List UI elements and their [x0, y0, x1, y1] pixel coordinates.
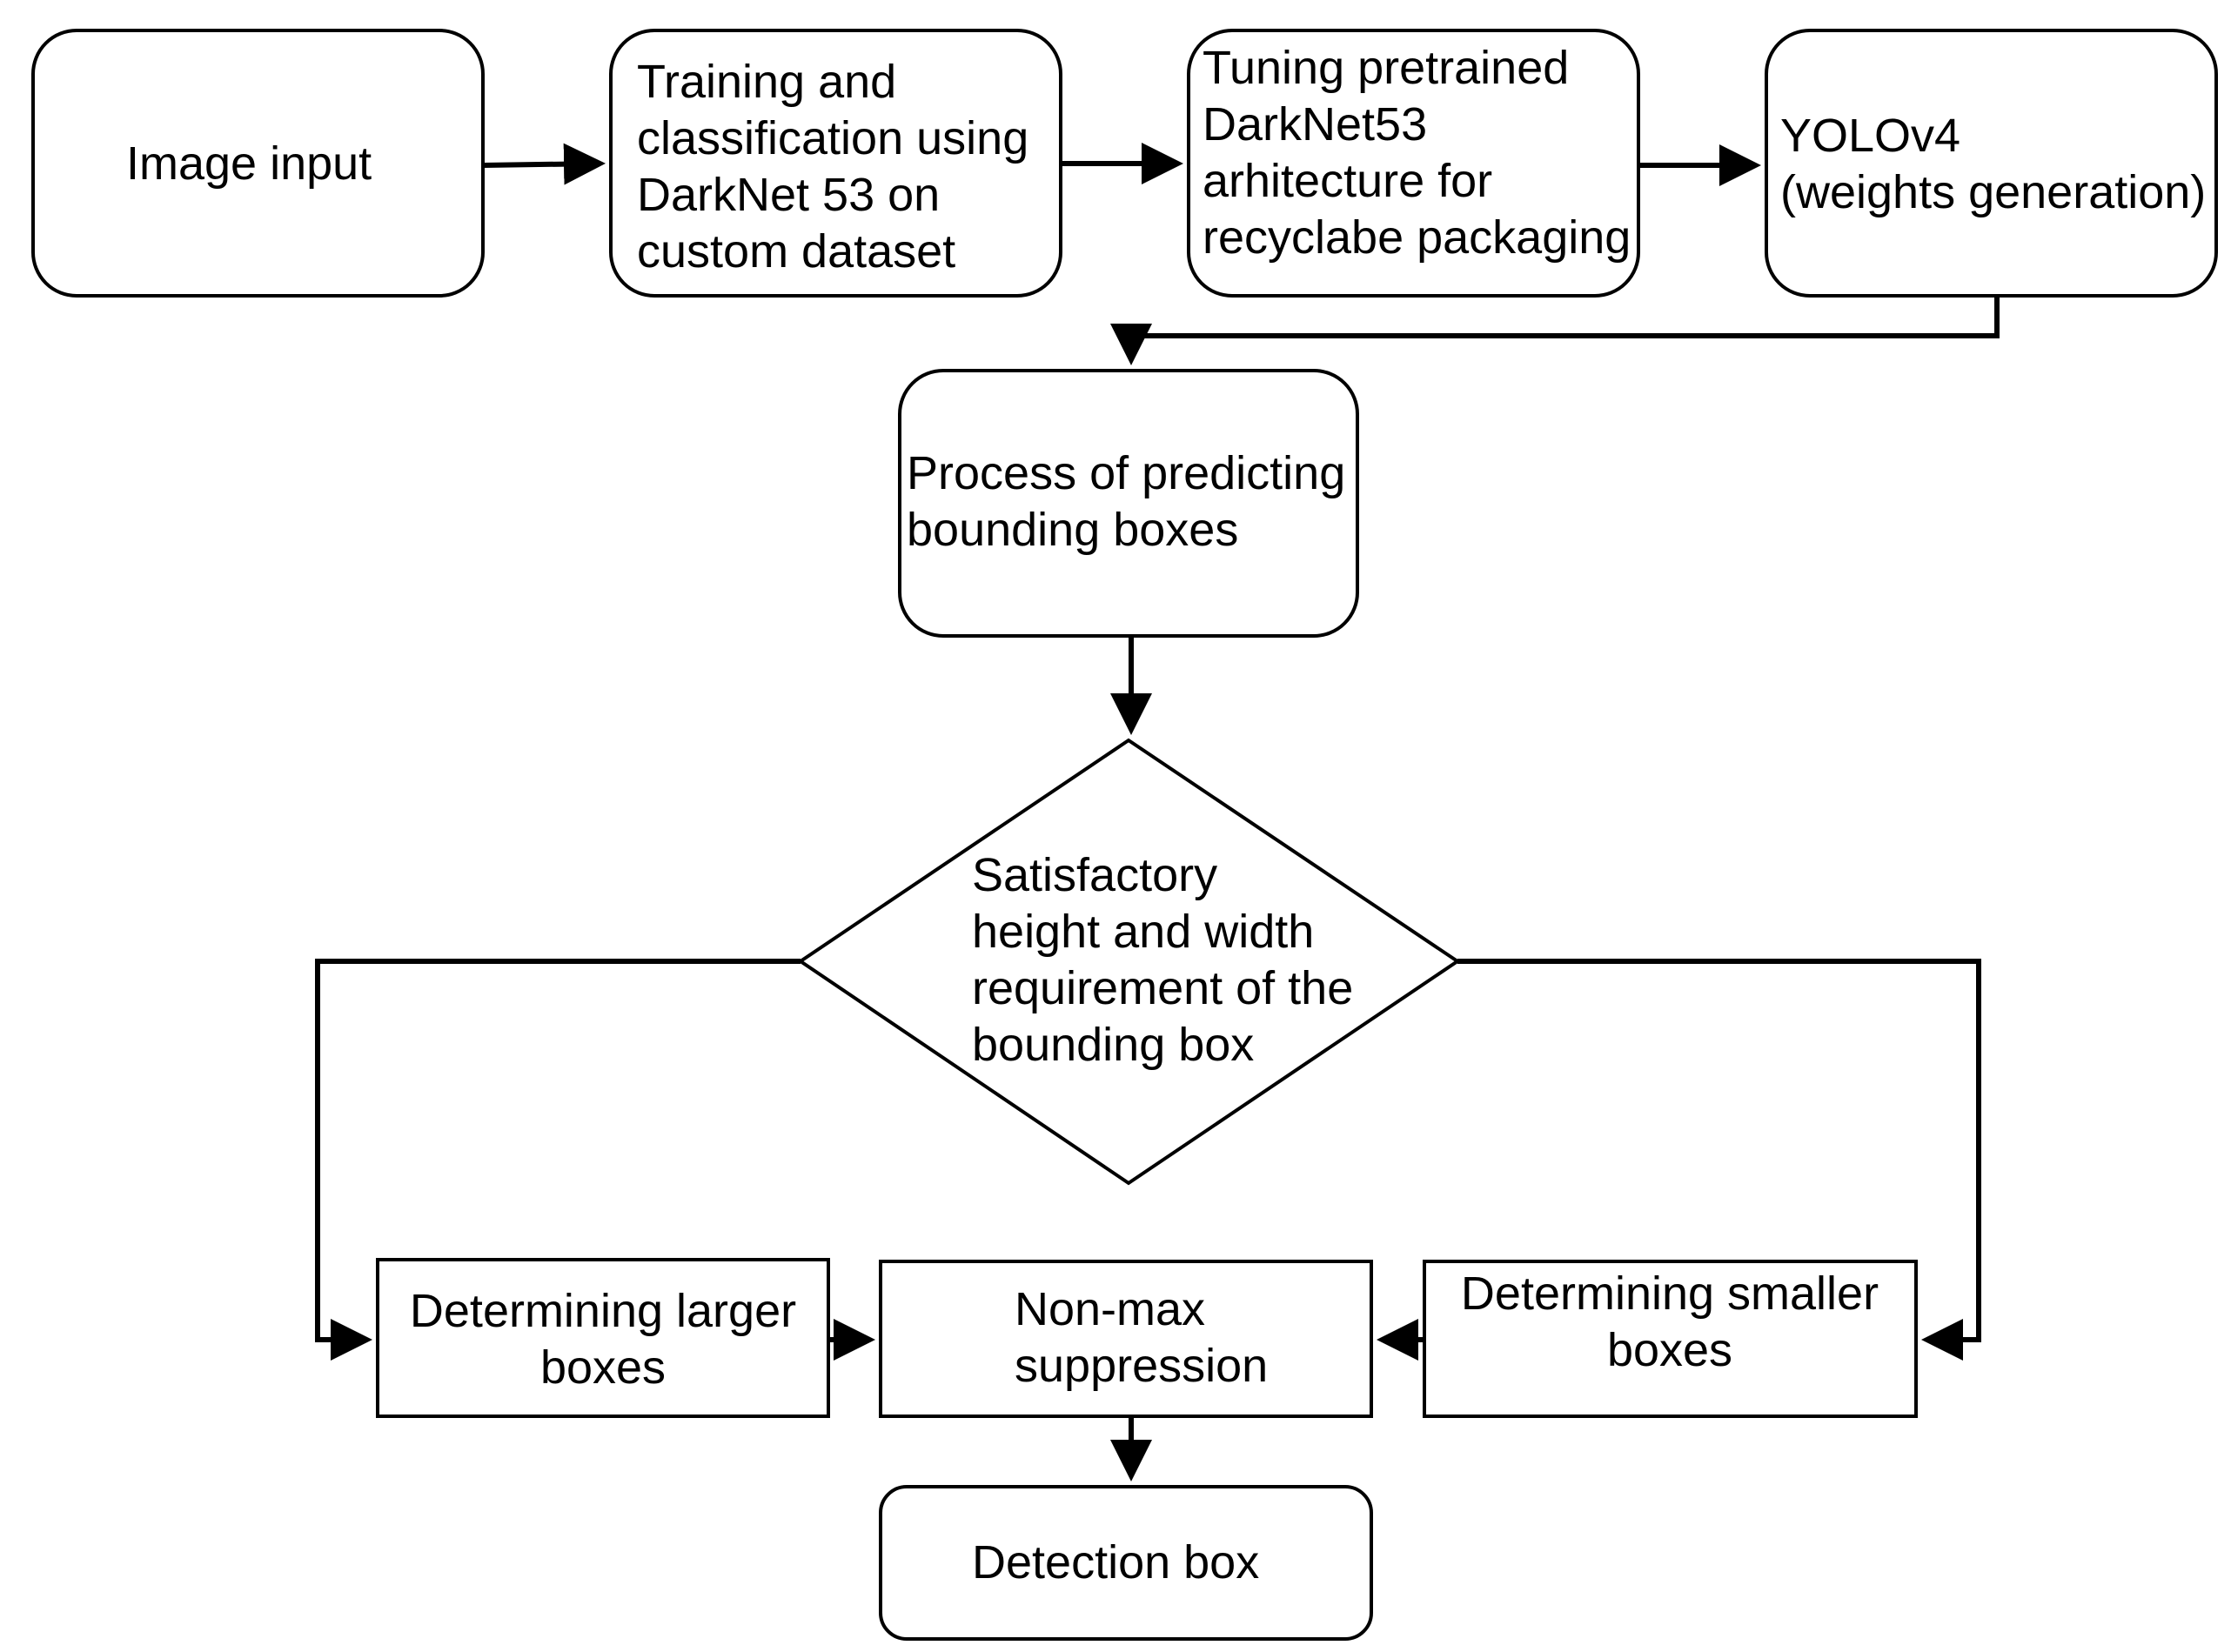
larger-box: [376, 1258, 830, 1418]
decision-diamond: [797, 738, 1461, 1186]
yolo-box: [1765, 29, 2218, 298]
nms-box: [879, 1260, 1373, 1418]
nms-label: Non-max suppression: [1015, 1283, 1269, 1392]
arrow-decision-to-smaller: [1457, 959, 1981, 1361]
image-input-label: Image input: [126, 137, 372, 190]
arrow-decision-to-larger: [315, 959, 801, 1361]
tuning-label: Tuning pretrained DarkNet53 arhitecture …: [1203, 42, 1631, 264]
detection-label: Detection box: [972, 1536, 1260, 1588]
yolo-label: YOLOv4 (weights generation): [1780, 110, 2207, 218]
larger-label: Determining larger boxes: [409, 1285, 797, 1394]
smaller-label: Determining smaller boxes: [1460, 1267, 1879, 1376]
detection-box: [879, 1485, 1373, 1641]
training-label: Training and classification using DarkNe…: [637, 56, 1029, 278]
arrow-input-to-training: [482, 143, 606, 185]
predicting-label: Process of predicting bounding boxes: [907, 447, 1346, 556]
decision-label: Satisfactory height and width requiremen…: [972, 849, 1354, 1071]
arrow-yolo-to-predicting: [1110, 296, 2000, 365]
